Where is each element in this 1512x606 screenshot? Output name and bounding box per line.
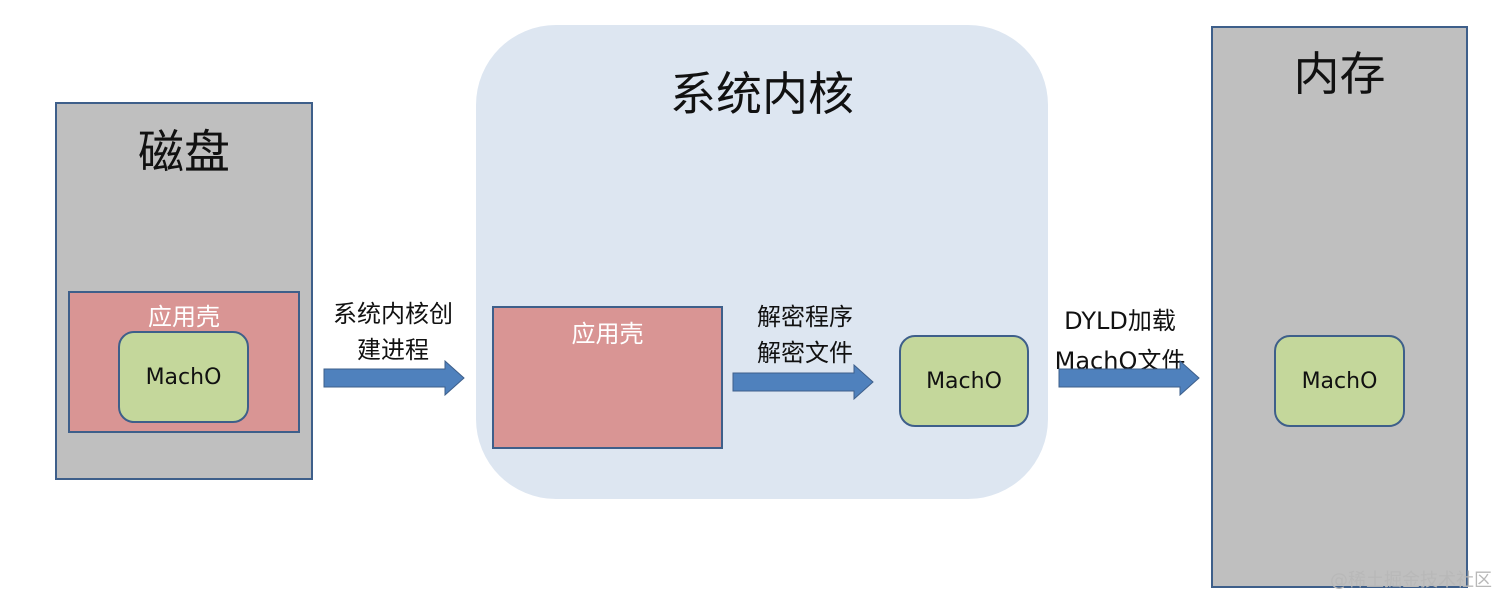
memory-title: 内存 xyxy=(1293,47,1386,101)
create-process-label-line2: 建进程 xyxy=(357,336,429,364)
decrypt-label-line1: 解密程序 xyxy=(757,303,853,331)
kernel-macho-box: MachO xyxy=(899,335,1029,427)
decrypt-arrow xyxy=(732,364,874,400)
kernel-title: 系统内核 xyxy=(670,67,854,121)
kernel-macho-label: MachO xyxy=(926,368,1002,394)
dyld-load-arrow xyxy=(1058,360,1200,396)
kernel-shell-box xyxy=(492,306,723,449)
kernel-shell-label: 应用壳 xyxy=(571,320,644,348)
disk-title: 磁盘 xyxy=(138,125,230,179)
create-process-label-line1: 系统内核创 xyxy=(333,300,453,328)
decrypt-label-line2: 解密文件 xyxy=(757,339,853,367)
memory-macho-label: MachO xyxy=(1301,368,1378,394)
disk-macho-label: MachO xyxy=(145,364,222,390)
watermark: @稀土掘金技术社区 xyxy=(1330,570,1492,591)
disk-shell-label: 应用壳 xyxy=(148,303,220,331)
memory-box xyxy=(1211,26,1468,588)
dyld-load-label-line1: DYLD加载 xyxy=(1064,307,1176,335)
create-process-arrow xyxy=(323,360,465,396)
memory-macho-box: MachO xyxy=(1274,335,1405,427)
disk-macho-box: MachO xyxy=(118,331,249,423)
